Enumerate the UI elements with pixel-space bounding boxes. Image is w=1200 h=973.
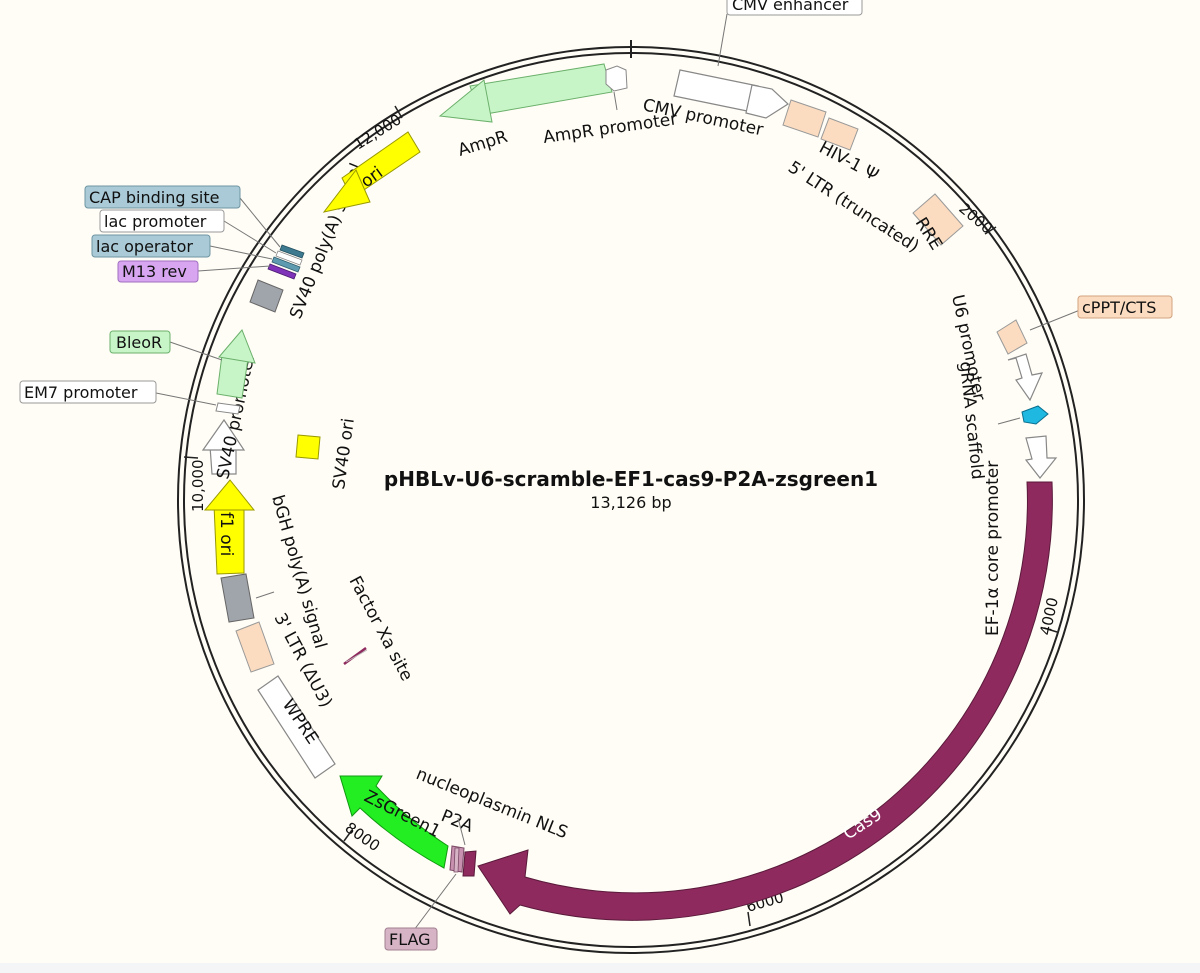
f1-ori-head[interactable] xyxy=(203,479,256,511)
wpre-feature[interactable] xyxy=(257,675,336,779)
ltr5-feature[interactable] xyxy=(782,99,827,138)
bleor-leader xyxy=(169,341,223,361)
lac-operator-feature[interactable] xyxy=(271,256,301,273)
factor-xa-label: Factor Xa site xyxy=(345,573,417,684)
em7-box xyxy=(19,380,157,404)
ampr-promoter-label: AmpR promoter xyxy=(542,109,679,148)
tick-mark-6000 xyxy=(747,911,751,927)
ori-head[interactable] xyxy=(322,169,371,213)
f1-ori-label: f1 ori xyxy=(216,512,236,556)
m13rev-label: M13 rev xyxy=(122,262,187,281)
em7-label: EM7 promoter xyxy=(24,383,138,402)
ampr-body[interactable] xyxy=(469,63,613,116)
cppt-feature[interactable] xyxy=(996,319,1028,355)
cap-box xyxy=(84,185,241,209)
lac-operator-box xyxy=(91,234,211,258)
lac-promoter-label: lac promoter xyxy=(104,212,207,231)
bleor-label: BleoR xyxy=(116,333,162,352)
cmv-enhancer-label: CMV enhancer xyxy=(732,0,849,14)
bleor-box xyxy=(109,330,171,354)
u6-promoter-feature[interactable] xyxy=(1007,353,1044,402)
sv40-polya-feature[interactable] xyxy=(249,279,284,313)
ef1a-label: EF-1α core promoter xyxy=(983,461,1003,636)
lac-promoter-feature[interactable] xyxy=(275,250,303,266)
flag-box xyxy=(384,927,438,951)
flag-feature[interactable] xyxy=(453,847,460,873)
nls-feature[interactable] xyxy=(462,850,477,877)
tick-mark-10000 xyxy=(183,456,199,459)
lac-operator-label: lac operator xyxy=(96,237,193,256)
lac-promoter-leader xyxy=(223,220,277,254)
ampr-head[interactable] xyxy=(438,79,493,123)
m13rev-leader xyxy=(197,265,271,272)
hiv-psi-feature[interactable] xyxy=(820,117,859,151)
cas9-feature[interactable] xyxy=(477,481,1053,921)
plasmid-length: 13,126 bp xyxy=(590,493,671,512)
tick-mark-12000 xyxy=(394,105,403,119)
grna-scaffold-feature[interactable] xyxy=(1021,405,1049,425)
m13rev-feature[interactable] xyxy=(267,263,297,280)
ltr3-feature[interactable] xyxy=(235,621,275,673)
cmv-promoter-feature[interactable] xyxy=(745,84,789,119)
lac-promoter-box xyxy=(99,209,225,233)
tick-mark-8000 xyxy=(343,829,353,842)
ampr-promoter-leader xyxy=(613,91,618,111)
bottom-strip xyxy=(0,963,1200,973)
bgh-feature[interactable] xyxy=(220,573,255,623)
cppt-leader xyxy=(1029,309,1081,331)
tick-label-8000: 8000 xyxy=(342,819,384,856)
cap-site-feature[interactable] xyxy=(279,244,305,259)
lac-operator-leader xyxy=(209,245,273,260)
cap-label: CAP binding site xyxy=(89,188,219,207)
cppt-box xyxy=(1077,295,1173,319)
bgh-leader xyxy=(255,591,275,599)
plasmid-name: pHBLv-U6-scramble-EF1-cas9-P2A-zsgreen1 xyxy=(384,467,878,491)
cmv-enhancer-leader xyxy=(717,13,728,67)
zsgreen-feature[interactable] xyxy=(339,775,449,869)
factor-xa-outline xyxy=(345,649,368,663)
flag-label: FLAG xyxy=(389,930,431,949)
ampr-label: AmpR xyxy=(456,127,511,161)
em7-feature[interactable] xyxy=(215,402,241,415)
em7-leader xyxy=(155,392,217,406)
flag-leader xyxy=(413,873,457,931)
m13rev-box xyxy=(117,260,199,283)
p2a-label: P2A xyxy=(438,806,476,837)
rre-feature[interactable] xyxy=(912,193,964,246)
bleor-head[interactable] xyxy=(218,329,256,364)
tick-mark-4000 xyxy=(1043,627,1058,633)
sv40-ori-feature[interactable] xyxy=(295,434,321,460)
cmv-enhancer-box xyxy=(726,0,863,16)
tick-label-10000: 10,000 xyxy=(189,460,207,513)
ef1a-promoter-feature[interactable] xyxy=(1024,435,1058,479)
sv40-ori-label: SV40 ori xyxy=(329,417,359,491)
p2a-leader xyxy=(457,817,466,846)
cap-leader xyxy=(239,197,281,248)
grna-leader xyxy=(997,417,1021,425)
sv40-promoter-head[interactable] xyxy=(201,418,246,451)
cppt-label: cPPT/CTS xyxy=(1082,298,1156,317)
tick-mark-2000 xyxy=(984,226,997,235)
ampr-promoter-feature[interactable] xyxy=(605,65,628,92)
